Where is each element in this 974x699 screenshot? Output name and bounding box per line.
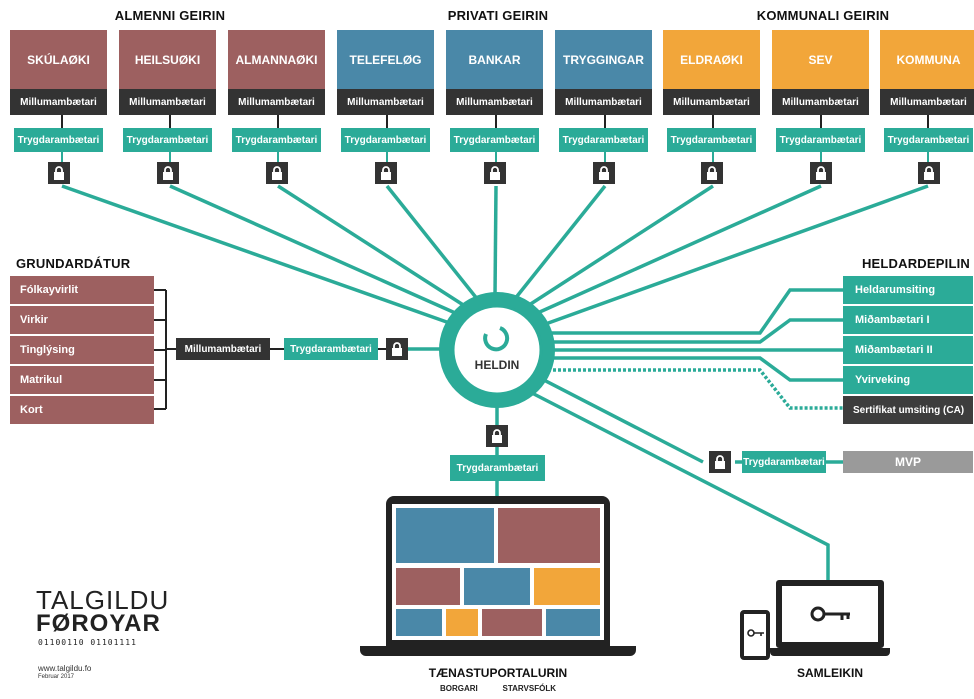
portal-title: TÆNASTUPORTALURIN [428,666,568,680]
portal-sub-borgari: BORGARI [440,684,478,693]
millumambaetari-box: Millumambætari [337,89,434,115]
lock-icon [483,162,506,184]
brand-line2: FØROYAR [36,610,161,637]
heldin-label: HELDIN [474,358,520,372]
org-box: ELDRAØKI [663,30,760,89]
key-icon [747,629,764,637]
mvp-trygdarambaetari: Trygdarambætari [742,451,826,473]
grundardatur-item: Fólkayvirlit [10,276,154,304]
lock-icon [156,162,179,184]
millumambaetari-box: Millumambætari [228,89,325,115]
trygdarambaetari-box: Trygdarambætari [884,128,973,152]
millumambaetari-box: Millumambætari [880,89,974,115]
tile [534,568,600,605]
tile [482,609,542,636]
tile [396,609,442,636]
laptop-screen-frame [386,496,610,646]
heldardepilin-item: Miðambætari II [843,336,973,364]
lock-icon [709,451,731,473]
trygdarambaetari-box: Trygdarambætari [667,128,756,152]
section-kommunali: KOMMUNALI GEIRIN [756,8,890,23]
section-grundardatur: GRUNDARDÁTUR [16,256,131,271]
org-box: TELEFELØG [337,30,434,89]
lock-icon [592,162,615,184]
tile [546,609,600,636]
millumambaetari-box: Millumambætari [10,89,107,115]
lock-icon [700,162,723,184]
samleikin-label: SAMLEIKIN [797,666,863,680]
trygdarambaetari-box: Trygdarambætari [123,128,212,152]
org-box: TRYGGINGAR [555,30,652,89]
grundardatur-item: Tinglýsing [10,336,154,364]
phone [740,610,770,660]
lock-icon [917,162,940,184]
section-almenni: ALMENNI GEIRIN [114,8,226,23]
lock-icon [265,162,288,184]
mvp-box: MVP [843,451,973,473]
org-box: BANKAR [446,30,543,89]
monitor [776,580,884,648]
trygdarambaetari-box: Trygdarambætari [341,128,430,152]
org-box: HEILSUØKI [119,30,216,89]
lock-icon [386,338,408,360]
grundardatur-item: Kort [10,396,154,424]
lock-icon [47,162,70,184]
grundardatur-item: Matrikul [10,366,154,394]
grund-trygdarambaetari: Trygdarambætari [284,338,378,360]
lock-icon [809,162,832,184]
heldardepilin-item: Miðambætari I [843,306,973,334]
laptop-screen [392,504,604,640]
brand-binary: 01100110 01101111 [38,638,137,647]
millumambaetari-box: Millumambætari [555,89,652,115]
org-box: SKÚLAØKI [10,30,107,89]
tile [498,508,600,563]
lock-icon [486,425,508,447]
millumambaetari-box: Millumambætari [663,89,760,115]
org-box: KOMMUNA [880,30,974,89]
key-icon [810,606,850,622]
org-box: SEV [772,30,869,89]
grundardatur-item: Virkir [10,306,154,334]
millumambaetari-box: Millumambætari [446,89,543,115]
org-box: ALMANNAØKI [228,30,325,89]
portal-subtitle: BORGARI STARVSFÓLK [440,684,556,693]
trygdarambaetari-box: Trygdarambætari [776,128,865,152]
monitor-base [770,648,890,656]
tile [446,609,478,636]
trygdarambaetari-box: Trygdarambætari [232,128,321,152]
heldin-logo-icon [483,326,510,352]
heldardepilin-item: Sertifikat umsiting (CA) [843,396,973,424]
grund-millumambaetari: Millumambætari [176,338,270,360]
brand-date: Februar 2017 [38,674,75,680]
tile [396,568,460,605]
trygdarambaetari-box: Trygdarambætari [14,128,103,152]
tile [464,568,530,605]
millumambaetari-box: Millumambætari [119,89,216,115]
brand-line1: TALGILDU [36,585,170,615]
section-privati: PRIVATI GEIRIN [447,8,549,23]
lock-icon [374,162,397,184]
portal-trygdarambaetari: Trygdarambætari [450,455,545,481]
heldardepilin-item: Yvirveking [843,366,973,394]
tile [396,508,494,563]
trygdarambaetari-box: Trygdarambætari [450,128,539,152]
heldardepilin-item: Heldarumsiting [843,276,973,304]
trygdarambaetari-box: Trygdarambætari [559,128,648,152]
section-heldardepilin: HELDARDEPILIN [861,256,970,271]
portal-sub-starvsfolk: STARVSFÓLK [502,684,556,693]
laptop-base [360,646,636,656]
millumambaetari-box: Millumambætari [772,89,869,115]
brand-url[interactable]: www.talgildu.fo [38,664,92,673]
